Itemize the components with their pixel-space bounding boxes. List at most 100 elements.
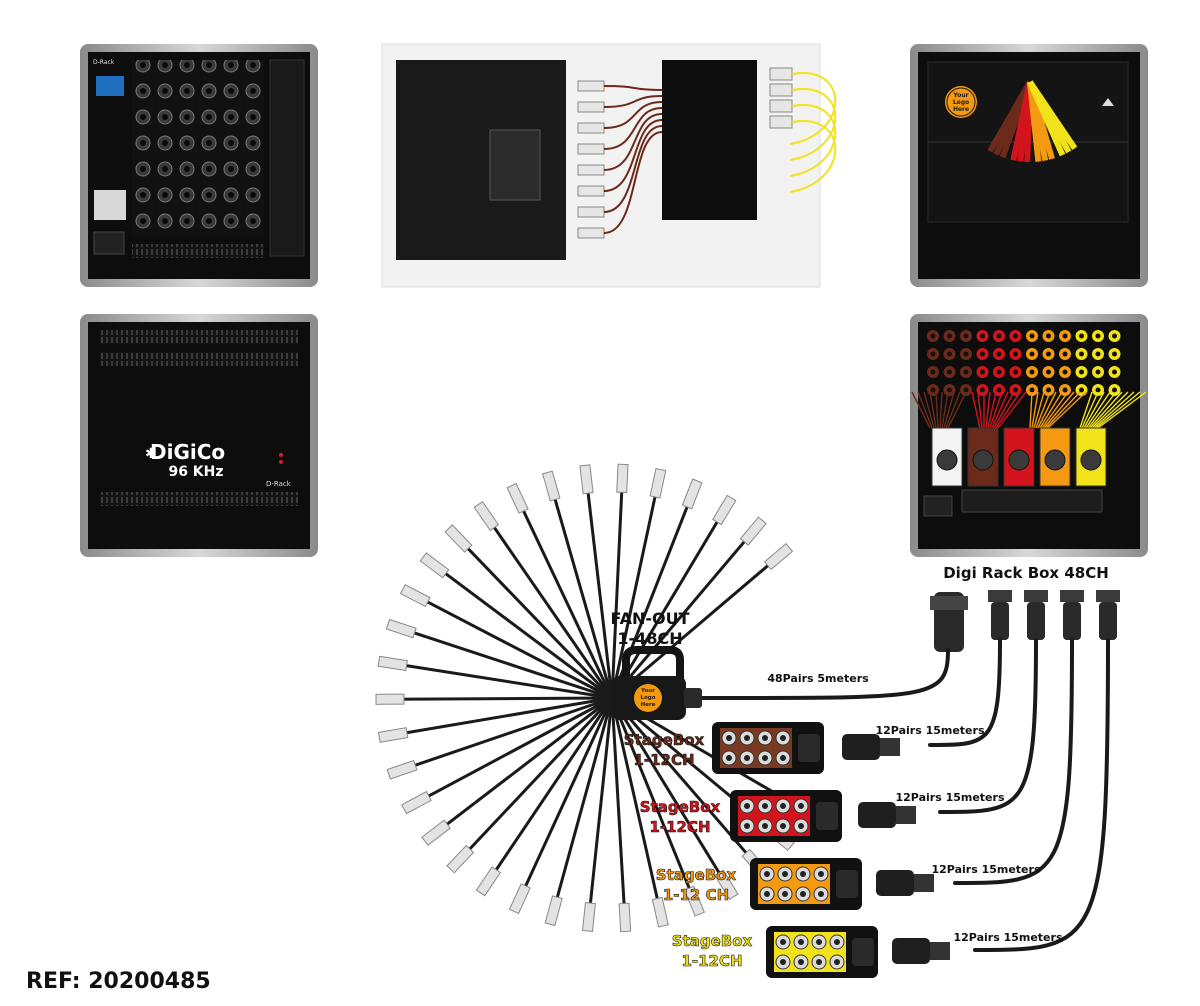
fan-tail-cable	[610, 697, 627, 918]
rack-wire	[971, 391, 981, 429]
stagebox	[766, 926, 950, 978]
rack-wire	[1035, 391, 1051, 429]
svg-text:Your: Your	[640, 688, 655, 694]
xlr-plug	[444, 524, 473, 553]
fan-tail-cable	[610, 530, 755, 699]
rack-wire	[993, 391, 1015, 429]
stagebox-cable-label: 12Pairs 15meters	[876, 724, 985, 737]
rack-wire	[997, 391, 1027, 429]
xlr-plug	[763, 543, 794, 571]
splitter-box	[662, 60, 757, 220]
fan-tail-cable	[414, 594, 613, 700]
brown-cable	[603, 95, 663, 108]
brown-fanout-cables	[577, 80, 663, 239]
xlr-plug	[577, 206, 605, 218]
xlr-plug	[579, 464, 594, 495]
rack-wire	[911, 391, 931, 429]
xlr-plug	[618, 902, 632, 933]
rack-wire	[941, 391, 949, 429]
fan-tail-cable	[400, 627, 613, 700]
yellow-cable	[789, 120, 837, 193]
xlr-plug	[577, 164, 605, 176]
fan-tail-cable	[389, 696, 613, 701]
brown-cable	[603, 113, 663, 171]
fan-tail-cable	[610, 482, 660, 699]
yellow-loop-cables	[769, 67, 837, 193]
xlr-plug	[475, 866, 502, 897]
stagebox-label-line2: 1-12 CH	[663, 886, 729, 904]
fan-tail-cable	[552, 697, 614, 912]
fan-tail-cable	[610, 697, 696, 902]
stagebox-cable-label: 12Pairs 15meters	[954, 931, 1063, 944]
brown-cable	[603, 107, 663, 150]
rack-wire	[1095, 391, 1141, 429]
xlr-plug	[577, 143, 605, 155]
xlr-plug	[375, 693, 405, 705]
stagebox-cable-label: 12Pairs 15meters	[932, 863, 1041, 876]
cable-stagebox-3	[953, 638, 1074, 885]
stagebox-label-line2: 1-12CH	[633, 751, 694, 769]
rack-box-wire-fan	[911, 391, 1147, 429]
rack-wire	[1097, 391, 1147, 429]
svg-text:Your: Your	[952, 92, 968, 99]
rack-wire	[1029, 391, 1033, 429]
plug	[769, 67, 793, 81]
rack-front-panel: D-Rack	[80, 44, 318, 287]
rack-wire	[917, 391, 933, 429]
rack-wire	[1079, 391, 1093, 429]
brand-logo-icon: ✱	[145, 446, 157, 462]
rack-wire	[1037, 391, 1057, 429]
warning-icon	[1102, 98, 1114, 106]
xlr-plug	[577, 80, 605, 92]
rack-wire	[1087, 391, 1117, 429]
rack-wire	[939, 391, 943, 429]
xlr-plug	[577, 101, 605, 113]
rack-lid-panel: Your Logo Here	[910, 44, 1148, 287]
fanout-title-line1: FAN-OUT	[610, 609, 689, 628]
rack-wire	[935, 391, 939, 429]
color-fan-decal	[987, 80, 1078, 163]
rack-rear-panel: DiGiCo ✱ 96 KHz D-Rack	[80, 314, 318, 557]
fan-tail-cable	[518, 697, 614, 900]
svg-text:Logo: Logo	[953, 99, 969, 106]
svg-text:Here: Here	[953, 106, 969, 113]
cable-runs	[698, 638, 1110, 952]
xlr-plug	[421, 819, 451, 846]
rack-wire	[987, 391, 997, 429]
stagebox-label-line1: StageBox	[624, 731, 705, 749]
fan-tail-cable	[585, 479, 614, 699]
stagebox-multipin-plug	[892, 938, 930, 964]
rack-wire	[989, 391, 1003, 429]
cable-stagebox-2	[938, 638, 1038, 814]
multipin-connector	[1024, 590, 1048, 602]
rack-wire	[1039, 391, 1063, 429]
stagebox	[712, 722, 900, 774]
fanout-title-line2: 1-48CH	[617, 629, 682, 648]
rack-wire	[991, 391, 1009, 429]
rack-front-label: D-Rack	[93, 59, 115, 66]
xlr-plug	[649, 467, 667, 499]
stagebox-label-line2: 1-12CH	[681, 952, 742, 970]
plug	[769, 99, 793, 113]
xlr-plug	[377, 727, 409, 743]
stagebox	[730, 790, 916, 842]
brown-cable	[603, 101, 663, 129]
fanout-cable-label: 48Pairs 5meters	[767, 672, 869, 685]
yellow-cable	[789, 72, 837, 145]
yellow-cable	[789, 104, 837, 177]
stagebox-multipin-plug	[842, 734, 880, 760]
brown-cable	[603, 131, 663, 234]
fan-tail-cable	[457, 537, 614, 700]
stagebox	[750, 858, 934, 910]
stagebox-label-line1: StageBox	[656, 866, 737, 884]
brand-text: DiGiCo	[150, 440, 225, 464]
xlr-plug	[651, 896, 669, 928]
multipin-connector	[1096, 590, 1120, 602]
xlr-plug	[419, 552, 450, 579]
cable-48pairs	[698, 648, 950, 701]
fan-tail-cable	[610, 509, 726, 699]
fan-tail-cable	[435, 696, 613, 834]
fanout-body: Your Logo Here	[612, 646, 702, 720]
